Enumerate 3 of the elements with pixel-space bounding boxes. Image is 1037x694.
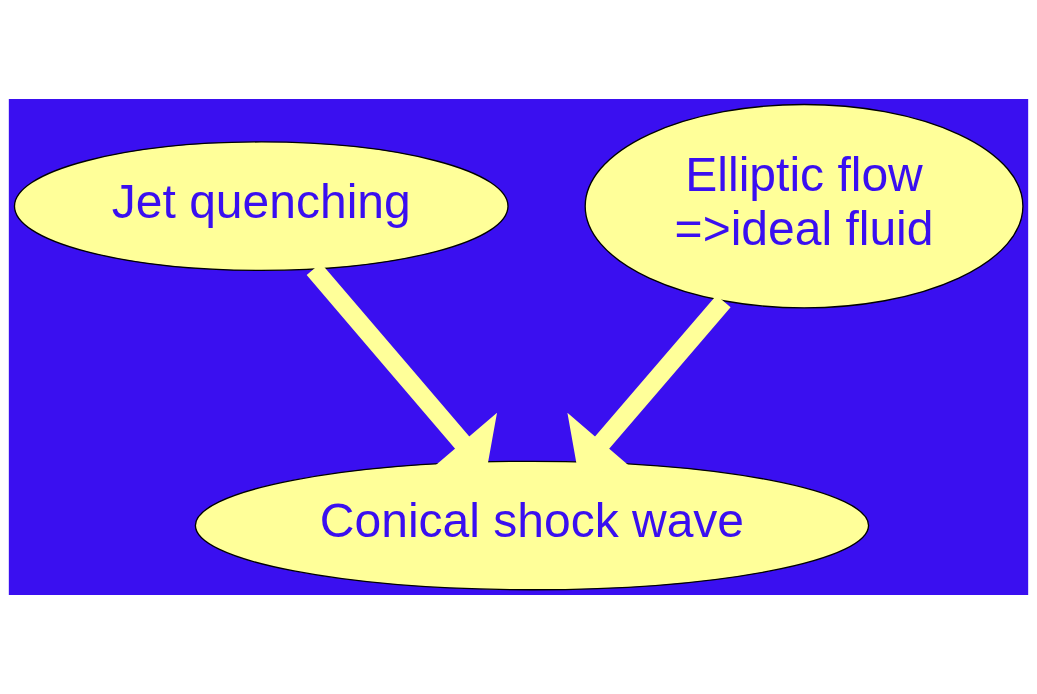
node-ellipse: Elliptic flow =>ideal fluid [584, 103, 1024, 309]
node-ellipse: Conical shock wave [194, 460, 870, 591]
node-ellipse: Jet quenching [13, 141, 509, 272]
